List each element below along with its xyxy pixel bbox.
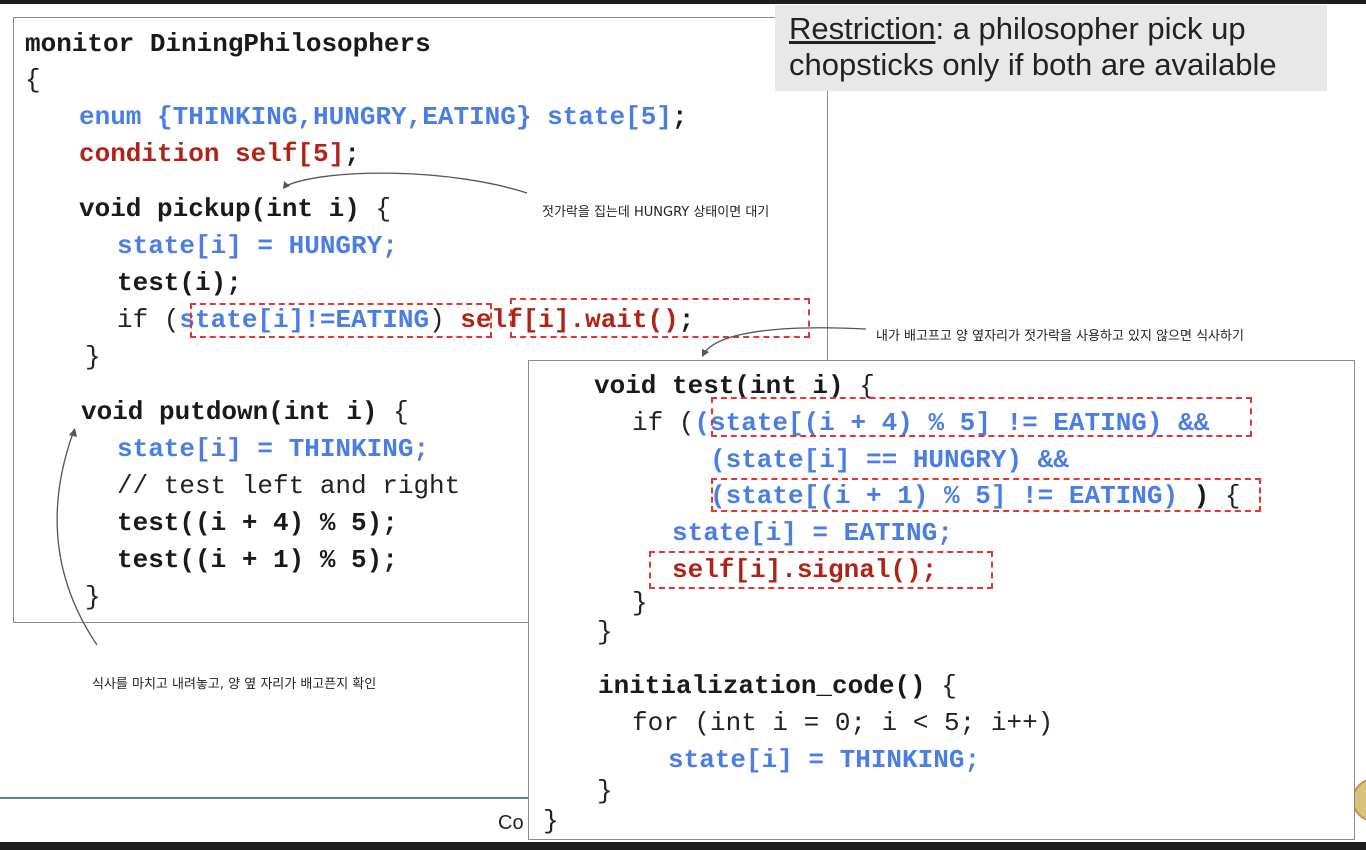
code-line-for: for (int i = 0; i < 5; i++) xyxy=(632,708,1054,738)
code-line-test-i: test(i); xyxy=(117,268,242,298)
code-line-condition: condition self[5]; xyxy=(79,139,360,169)
restriction-label: Restriction xyxy=(789,11,936,46)
code-line-monitor: monitor DiningPhilosophers xyxy=(25,29,431,59)
restriction-callout: Restriction: a philosopher pick up chops… xyxy=(775,5,1327,91)
bottom-border xyxy=(0,842,1366,850)
code-line-right-check: (state[(i + 1) % 5] != EATING) ) { xyxy=(710,481,1241,511)
code-line-enum: enum {THINKING,HUNGRY,EATING} state[5]; xyxy=(79,102,688,132)
code-line-hungry-check: (state[i] == HUNGRY) && xyxy=(710,445,1069,475)
code-line-close-putdown: } xyxy=(85,582,101,612)
code-line-state-hungry: state[i] = HUNGRY; xyxy=(117,231,398,261)
code-line-close-pickup: } xyxy=(85,342,101,372)
code-line-test-left: test((i + 4) % 5); xyxy=(117,508,398,538)
code-line-state-thinking: state[i] = THINKING; xyxy=(117,434,430,464)
code-line-if-wait: if (state[i]!=EATING) self[i].wait(); xyxy=(117,305,695,335)
code-line-test-right: test((i + 1) % 5); xyxy=(117,545,398,575)
code-line-signal: self[i].signal(); xyxy=(672,555,938,585)
footer-rule xyxy=(0,797,540,799)
code-line-close-init: } xyxy=(597,776,613,806)
code-line-state-eating: state[i] = EATING; xyxy=(672,518,953,548)
code-line-close-test: } xyxy=(597,617,613,647)
note-test: 내가 배고프고 양 옆자리가 젓가락을 사용하고 있지 않으면 식사하기 xyxy=(876,329,1244,344)
restriction-line2: chopsticks only if both are available xyxy=(789,47,1277,82)
code-line-comment: // test left and right xyxy=(117,471,461,501)
restriction-text: : a philosopher pick up xyxy=(935,11,1246,46)
code-line-close-monitor: } xyxy=(543,806,559,836)
code-line-putdown: void putdown(int i) { xyxy=(81,397,409,427)
code-line-if-left: if ((state[(i + 4) % 5] != EATING) && xyxy=(632,408,1210,438)
code-line-close-if: } xyxy=(632,588,648,618)
code-line-test-decl: void test(int i) { xyxy=(594,371,875,401)
test-code-box xyxy=(528,360,1355,840)
code-line-open-brace: { xyxy=(25,65,41,95)
code-line-init-thinking: state[i] = THINKING; xyxy=(668,745,981,775)
footer-copyright: Co xyxy=(498,812,524,834)
note-pickup: 젓가락을 집는데 HUNGRY 상태이면 대기 xyxy=(542,205,770,220)
code-line-init: initialization_code() { xyxy=(598,671,957,701)
top-border xyxy=(0,0,1366,4)
note-putdown: 식사를 마치고 내려놓고, 양 옆 자리가 배고픈지 확인 xyxy=(92,677,377,692)
code-line-pickup: void pickup(int i) { xyxy=(79,194,392,224)
